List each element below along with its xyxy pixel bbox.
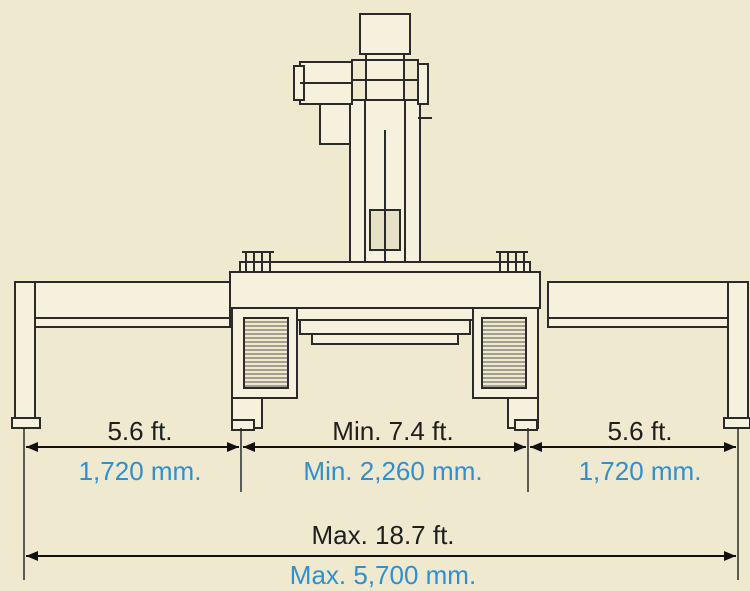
center-dim-mm: Min. 2,260 mm. xyxy=(303,456,483,486)
fittings xyxy=(417,63,432,119)
left-dim-mm: 1,720 mm. xyxy=(78,456,202,486)
carriage xyxy=(229,261,541,345)
total-dim-ft: Max. 18.7 ft. xyxy=(311,520,455,550)
spindle-head xyxy=(351,13,419,101)
column xyxy=(349,99,421,263)
center-dim-ft: Min. 7.4 ft. xyxy=(332,416,454,446)
motor xyxy=(293,61,353,145)
total-dim-mm: Max. 5,700 mm. xyxy=(289,560,477,590)
left-bolts xyxy=(242,251,274,272)
extension-lines xyxy=(23,428,739,580)
right-dim-ft: 5.6 ft. xyxy=(607,416,673,446)
right-wheel-housing xyxy=(472,307,539,431)
right-rail xyxy=(547,281,750,429)
left-wheel-housing xyxy=(231,307,298,431)
left-dim-ft: 5.6 ft. xyxy=(107,416,173,446)
left-rail xyxy=(11,281,231,429)
right-bolts xyxy=(496,251,528,272)
right-dim-mm: 1,720 mm. xyxy=(578,456,702,486)
